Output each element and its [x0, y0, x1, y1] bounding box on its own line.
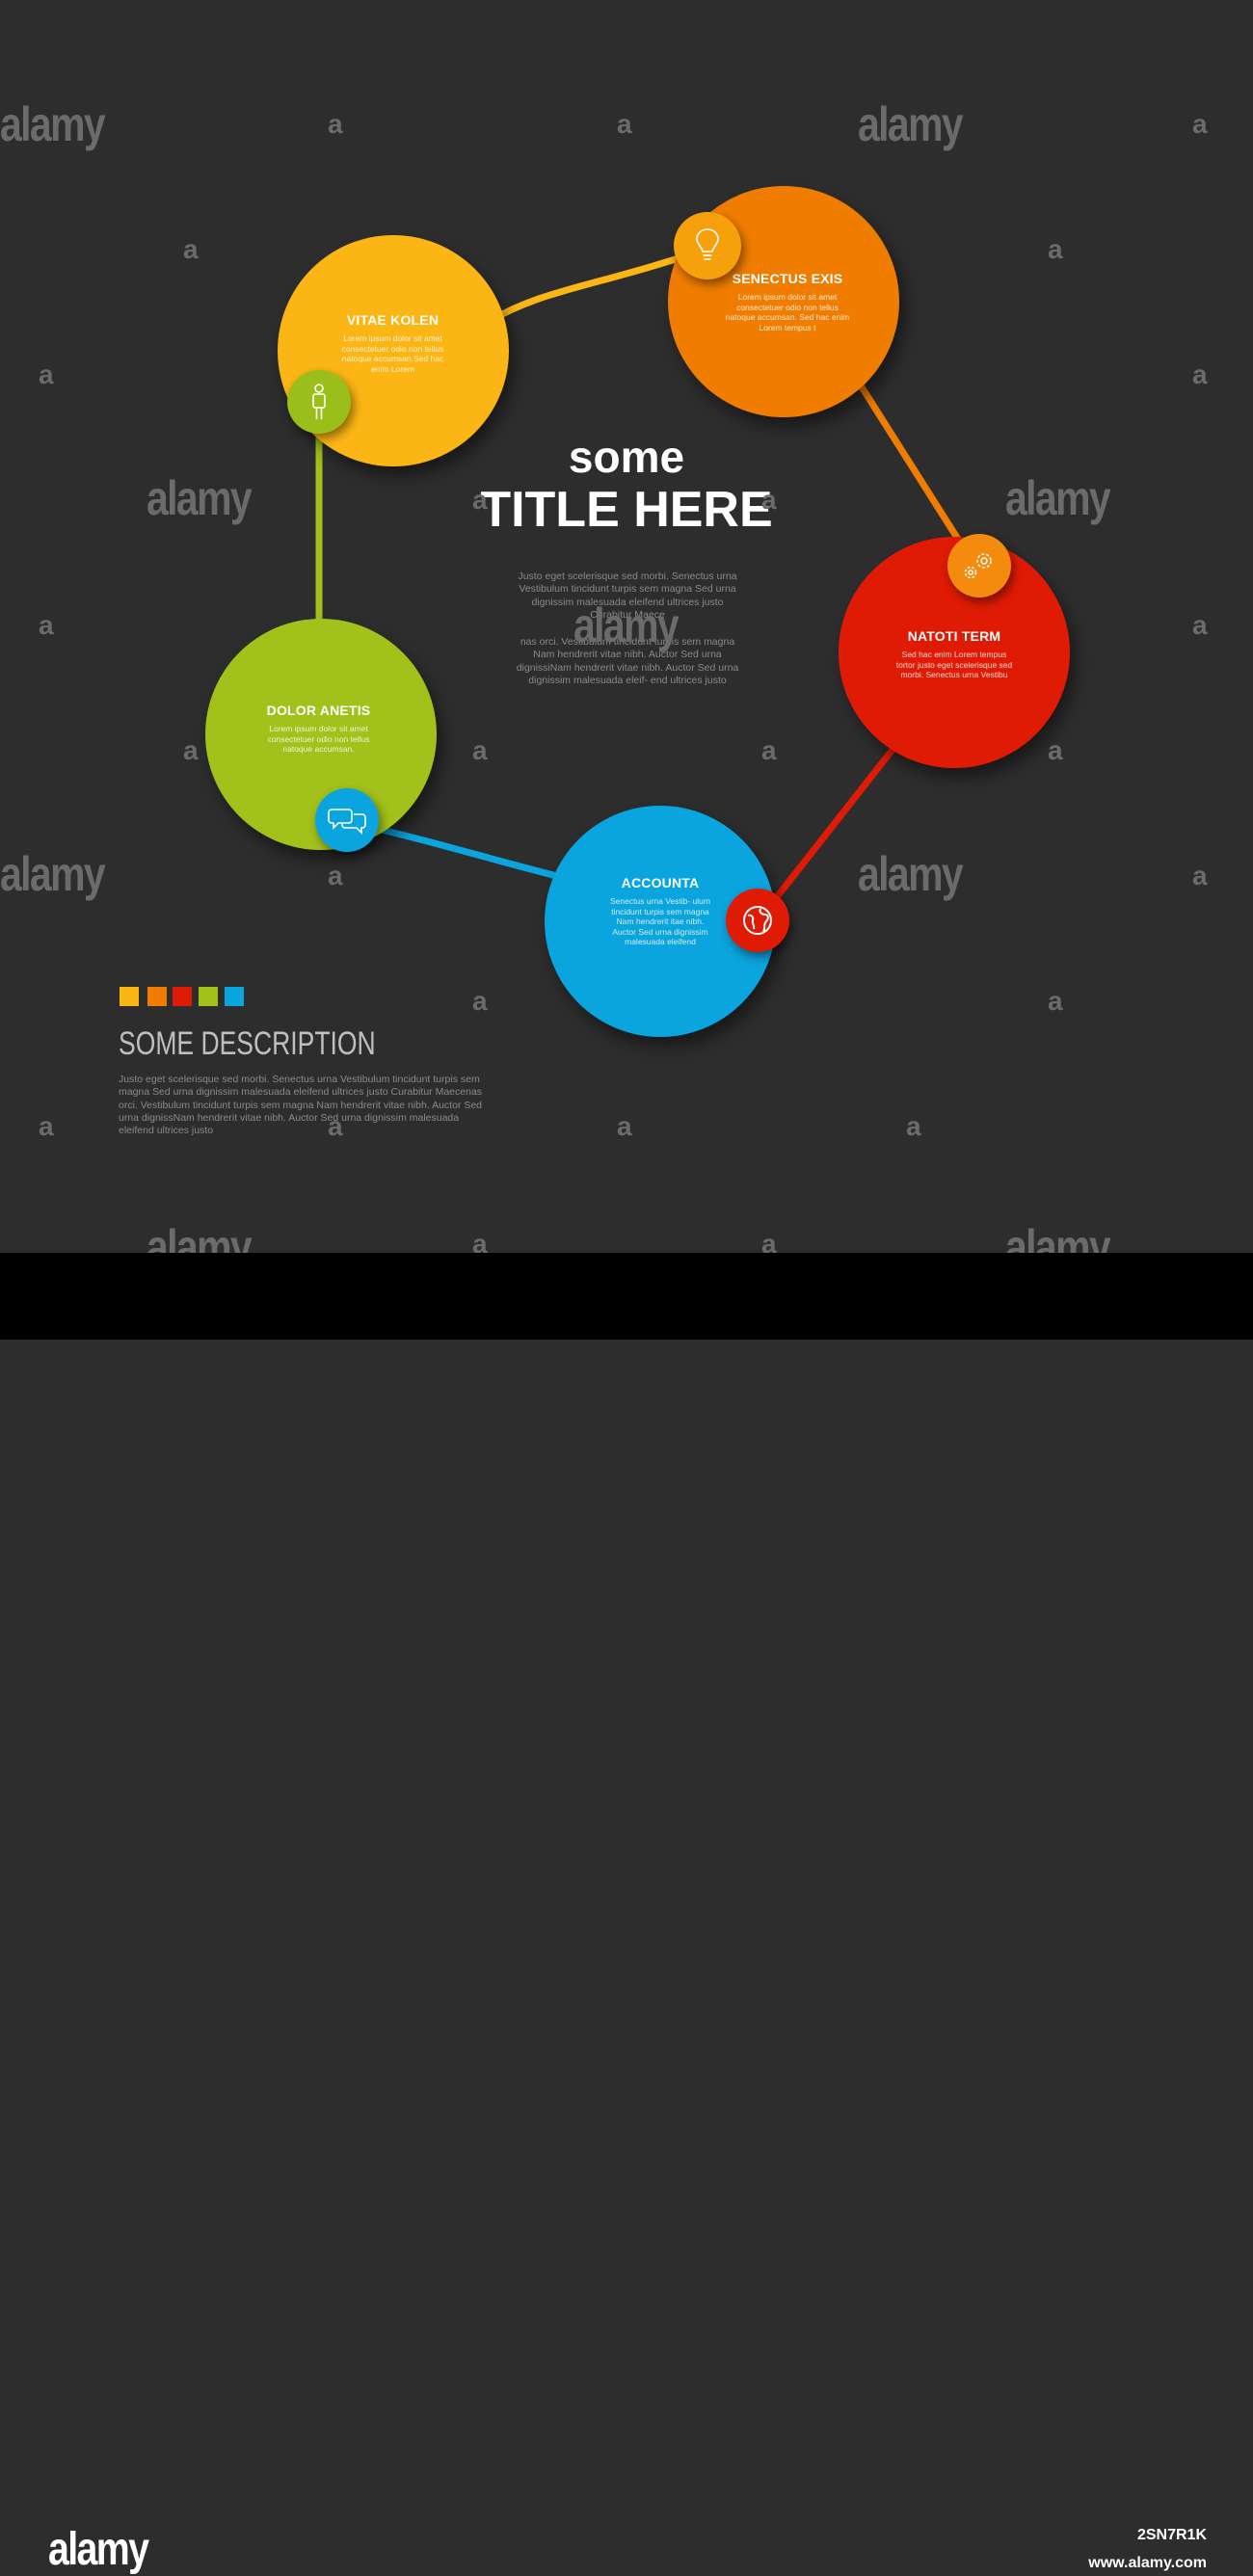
step-title: ACCOUNTA — [621, 875, 700, 890]
stock-footer-bar: alamy 2SN7R1K www.alamy.com — [0, 1253, 1253, 2575]
watermark: a — [39, 1111, 54, 1141]
step-title: NATOTI TERM — [907, 628, 1001, 644]
watermark: alamy — [147, 1220, 253, 1253]
watermark: a — [472, 485, 488, 515]
connector-vitae-senectus — [478, 245, 712, 330]
legend-square-yellow — [120, 987, 139, 1006]
watermark: a — [1192, 359, 1208, 389]
watermark: a — [1048, 986, 1063, 1016]
watermark: a — [761, 1229, 777, 1253]
watermark: alamy — [147, 471, 253, 525]
watermark: a — [761, 485, 777, 515]
watermark: a — [1192, 109, 1208, 139]
watermark: alamy — [0, 97, 106, 151]
watermark: a — [472, 1229, 488, 1253]
watermark: a — [328, 109, 343, 139]
lightbulb-icon — [696, 228, 719, 260]
chat-icon — [328, 809, 366, 835]
watermark: a — [39, 610, 54, 640]
watermark: a — [183, 735, 199, 765]
watermark: alamy — [1005, 471, 1111, 525]
step-body: Lorem ipsum dolor sit amet consectetuer … — [267, 724, 370, 754]
step-body: Lorem ipsum dolor sit amet consectetuer … — [725, 292, 850, 332]
watermark: a — [1192, 861, 1208, 890]
watermark: a — [328, 861, 343, 890]
connector-senectus-natoti — [857, 382, 979, 571]
page-title: some TITLE HERE — [453, 432, 800, 538]
step-title: VITAE KOLEN — [346, 312, 440, 328]
node-person — [287, 370, 351, 434]
person-icon — [312, 384, 326, 419]
center-paragraph-2: nas orci. Vestibulum tincidunt turpis se… — [516, 636, 739, 686]
step-text-accounta: ACCOUNTA Senectus urna Vestib- ulum tinc… — [607, 875, 713, 947]
watermark: alamy — [858, 97, 964, 151]
description-body: Justo eget scelerisque sed morbi. Senect… — [119, 1074, 483, 1137]
step-body: Sed hac enim Lorem tempus tortor justo e… — [895, 650, 1013, 679]
legend-square-green — [199, 987, 218, 1006]
infographic-canvas: VITAE KOLEN Lorem ipsum dolor sit amet c… — [0, 0, 1253, 1253]
step-body: Lorem ipsum dolor sit amet consectetuer … — [341, 333, 444, 374]
center-paragraph-1: Justo eget scelerisque sed morbi. Senect… — [518, 571, 737, 621]
watermark: a — [472, 986, 488, 1016]
title-line-2: TITLE HERE — [480, 482, 773, 538]
alamy-logo: alamy — [48, 2524, 149, 2575]
node-lightbulb — [674, 212, 741, 279]
step-title: SENECTUS EXIS — [732, 271, 843, 286]
watermark: a — [1192, 610, 1208, 640]
step-text-natoti-term: NATOTI TERM Sed hac enim Lorem tempus to… — [892, 628, 1017, 680]
legend-square-blue — [225, 987, 244, 1006]
step-text-dolor-anetis: DOLOR ANETIS Lorem ipsum dolor sit amet … — [258, 703, 379, 755]
watermark: a — [761, 735, 777, 765]
watermark: alamy — [858, 847, 964, 901]
watermark: a — [1048, 735, 1063, 765]
image-id: 2SN7R1K — [1136, 2527, 1207, 2543]
watermark: a — [1048, 234, 1063, 264]
watermark: a — [472, 735, 488, 765]
globe-icon — [743, 906, 772, 935]
legend-square-red — [173, 987, 192, 1006]
title-line-1: some — [568, 432, 685, 482]
site-url: www.alamy.com — [1088, 2555, 1207, 2571]
watermark: a — [906, 1111, 921, 1141]
step-title: DOLOR ANETIS — [266, 703, 371, 718]
node-gears — [947, 534, 1011, 598]
step-text-senectus-exis: SENECTUS EXIS Lorem ipsum dolor sit amet… — [725, 271, 850, 332]
node-chat — [315, 788, 379, 852]
connector-natoti-accounta — [755, 729, 910, 924]
watermark: a — [39, 359, 54, 389]
step-body: Senectus urna Vestib- ulum tincidunt tur… — [610, 896, 710, 946]
watermark: a — [617, 1111, 632, 1141]
watermark: alamy — [0, 847, 106, 901]
watermark: alamy — [1005, 1220, 1111, 1253]
legend-square-orange — [147, 987, 167, 1006]
watermark: a — [183, 234, 199, 264]
watermark: alamy — [573, 598, 680, 652]
gears-icon — [964, 553, 992, 579]
watermark: a — [328, 1111, 343, 1141]
node-globe — [726, 889, 789, 952]
description-title: SOME DESCRIPTION — [119, 1025, 376, 1062]
step-text-vitae-kolen: VITAE KOLEN Lorem ipsum dolor sit amet c… — [337, 312, 448, 374]
watermark: a — [617, 109, 632, 139]
